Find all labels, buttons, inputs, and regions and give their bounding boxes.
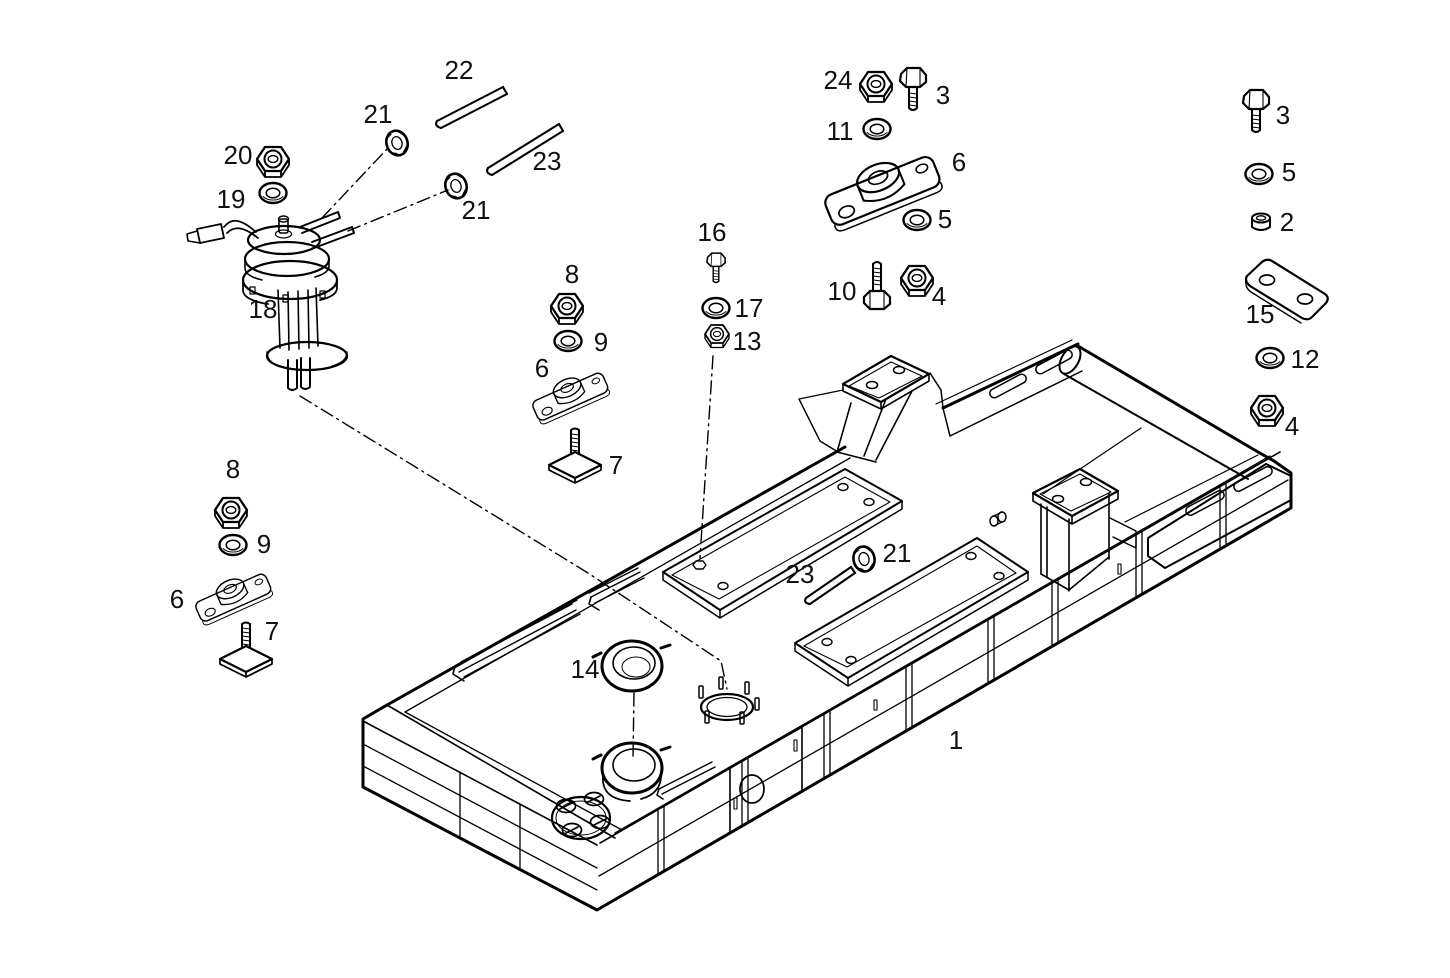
part-14-lock-ring-lower: [591, 741, 672, 802]
part-9-washer-mid: [553, 329, 583, 353]
part-2-bush: [1251, 212, 1271, 231]
part-1-support-frame: [361, 339, 1293, 912]
part-23-pipe-mid: [804, 565, 857, 606]
part-5-washer-top: [902, 208, 932, 232]
part-15-strap: [1244, 258, 1329, 324]
frame-small-stud: [989, 511, 1007, 527]
part-14-lock-ring-upper: [591, 639, 672, 693]
part-23-pipe-top: [486, 122, 565, 177]
frame-sender-flange: [698, 676, 760, 725]
part-3-bolt-top: [898, 66, 928, 112]
part-21-clamp-c: [849, 543, 879, 575]
part-7-plate-bolt-mid: [547, 427, 603, 485]
frame-rail-strip: [452, 567, 716, 800]
leader-lines: [299, 147, 728, 759]
part-22-pipe: [435, 85, 509, 130]
part-16-bolt: [706, 252, 726, 284]
part-6-mount-bl: [190, 565, 275, 628]
part-20-nut: [255, 145, 291, 179]
part-8-nut-mid: [549, 292, 585, 326]
part-18-fuel-level-sender: [186, 211, 355, 391]
frame-pad-plate-1: [662, 468, 903, 619]
part-6-mount-mid: [527, 364, 612, 427]
part-5-washer-right: [1244, 162, 1274, 186]
frame-back-rail: [935, 339, 1083, 437]
part-12-washer: [1255, 346, 1285, 370]
frame-cross-tube: [1058, 345, 1249, 480]
part-11-washer: [862, 117, 892, 141]
part-24-nut: [858, 70, 894, 104]
part-6-mount-top: [817, 143, 946, 235]
part-7-plate-bolt-bl: [218, 621, 274, 679]
frame-pad-plate-2: [794, 537, 1029, 687]
part-4-nut-right: [1249, 394, 1285, 428]
frame-right-rail: [1124, 454, 1292, 569]
part-8-nut-bl: [213, 496, 249, 530]
part-21-clamp-b: [440, 169, 472, 203]
part-3-bolt-right: [1241, 88, 1271, 134]
part-4-nut-top: [899, 264, 935, 298]
part-10-stud-bolt: [862, 260, 892, 311]
frame-mount-tower-2: [1031, 467, 1137, 592]
part-21-clamp-a: [381, 126, 413, 160]
part-17-washer: [701, 296, 731, 320]
frame-mount-tower-1: [798, 354, 931, 463]
part-9-washer-bl: [218, 533, 248, 557]
frame-port-cluster: [550, 791, 612, 841]
part-13-nut: [704, 324, 730, 349]
part-19-washer: [258, 181, 288, 205]
